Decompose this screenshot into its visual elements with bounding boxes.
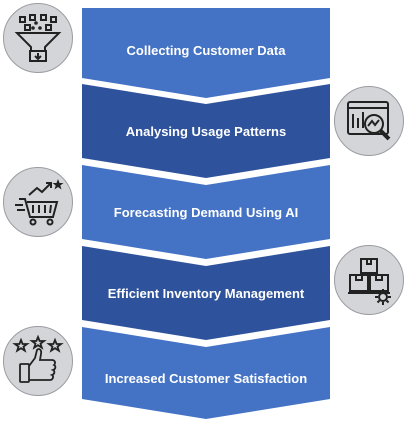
step-1-shape [82,8,330,98]
step-2-shape [82,84,330,178]
step-4-label: Efficient Inventory Management [107,285,305,301]
chart-magnifier-icon [334,86,404,156]
step-5-shape [82,327,330,419]
step-analysing-usage-patterns: Analysing Usage Patterns [82,84,330,178]
step-5-label: Increased Customer Satisfaction [104,370,308,386]
step-2-label: Analysing Usage Patterns [125,123,287,139]
boxes-gear-icon [334,245,404,315]
thumbs-up-stars-icon [3,326,73,396]
step-4-shape [82,246,330,340]
step-efficient-inventory: Efficient Inventory Management [82,246,330,340]
step-forecasting-demand: Forecasting Demand Using AI [82,165,330,259]
data-funnel-icon [3,3,73,73]
step-1-label: Collecting Customer Data [126,42,286,58]
step-collecting-customer-data: Collecting Customer Data [82,8,330,98]
step-increased-satisfaction: Increased Customer Satisfaction [82,327,330,419]
shopping-cart-trend-icon [3,167,73,237]
step-3-shape [82,165,330,259]
step-3-label: Forecasting Demand Using AI [113,204,299,220]
